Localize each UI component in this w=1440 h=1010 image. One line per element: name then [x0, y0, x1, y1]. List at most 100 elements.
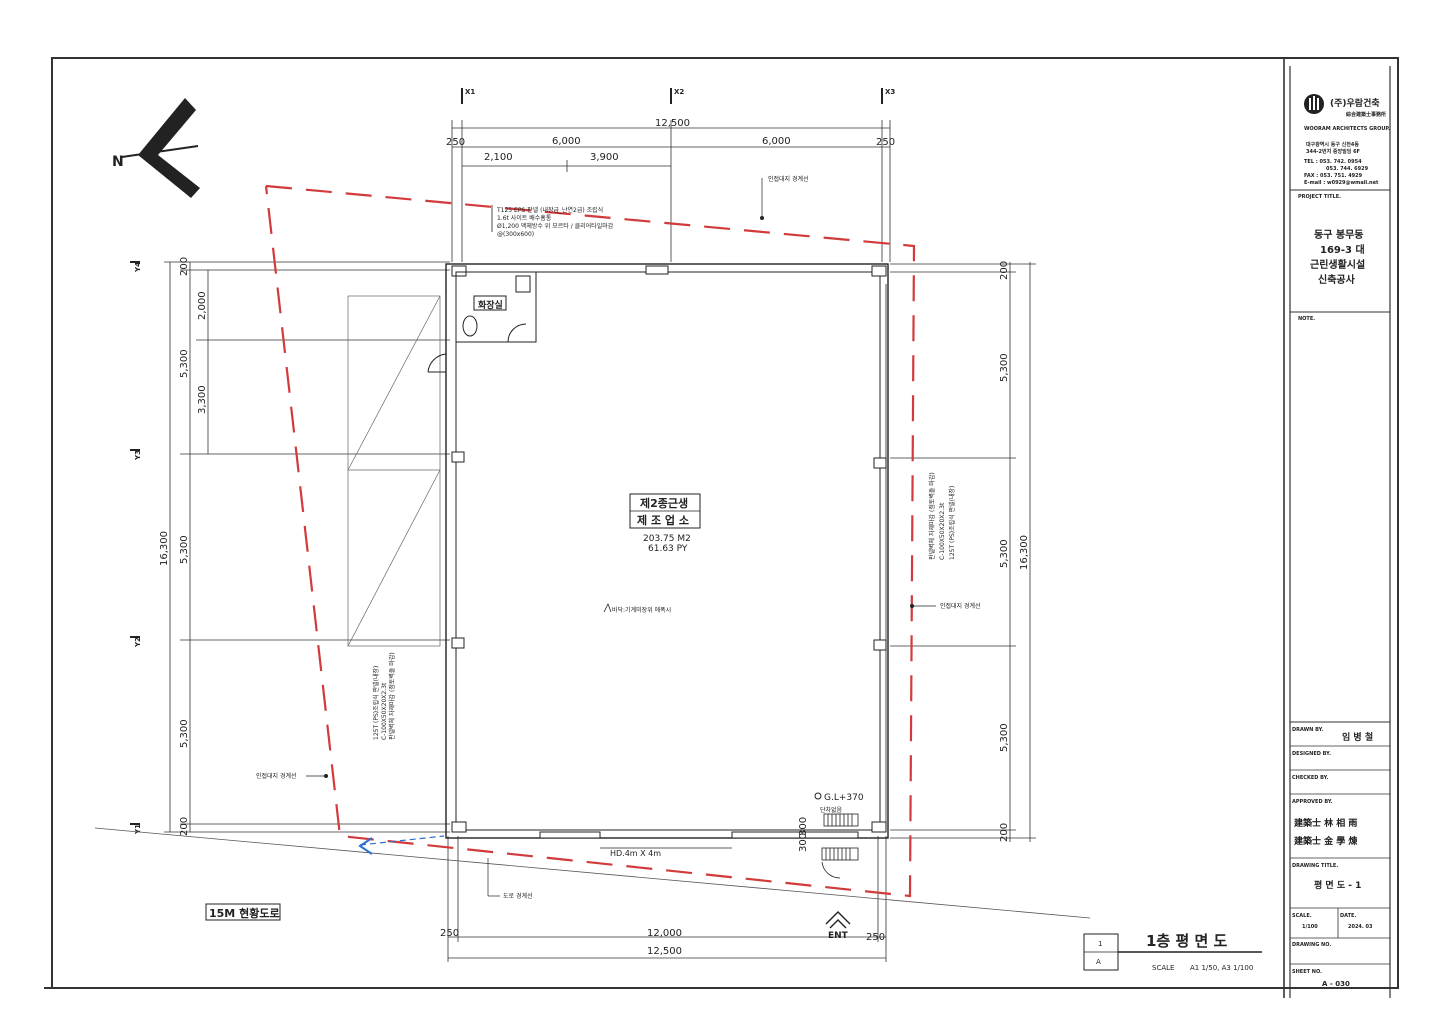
bottom-dimensions	[447, 836, 887, 962]
dim-top-s4: 250	[876, 137, 895, 148]
dim-bottom-l: 250	[440, 928, 459, 939]
grid-label-y1: Y1	[134, 824, 142, 835]
toilet-room	[427, 271, 537, 373]
dim-top-sub1: 2,100	[484, 152, 513, 163]
note-label: NOTE.	[1298, 316, 1315, 322]
company-tel-1: TEL : 053. 742. 0954	[1304, 159, 1362, 165]
plan-number: 1	[1098, 940, 1102, 948]
dim-top-s3: 6,000	[762, 136, 791, 147]
boundary-left-label: 인접대지 경계선	[256, 772, 297, 780]
note-right-3: 125T (PS)조립식 판넬(내장)	[948, 486, 956, 560]
project-title-label: PROJECT TITLE.	[1298, 194, 1341, 200]
grid-label-x2: X2	[674, 88, 684, 96]
drawing-no-label: DRAWING NO.	[1292, 942, 1331, 948]
left-wall-notes: 125T (PS)조립식 판넬(내장) C-100X50X20X2.3t 판넬벽…	[372, 652, 396, 740]
dim-right-s4: 5,300	[999, 723, 1010, 752]
door-size-label: HD.4m X 4m	[610, 849, 661, 858]
site-boundary-line	[264, 184, 916, 898]
checked-by-label: CHECKED BY.	[1292, 775, 1328, 781]
dim-right-total: 16,300	[1019, 535, 1030, 570]
north-arrow-icon: N	[112, 98, 200, 198]
designed-by-label: DESIGNED BY.	[1292, 751, 1331, 757]
dim-left-s3: 5,300	[179, 535, 190, 564]
grid-label-y2: Y2	[134, 637, 142, 648]
company-name: (주)우람건축	[1330, 97, 1380, 109]
company-address-2: 344-2번지 중앙빌딩 6F	[1306, 148, 1360, 155]
top-material-notes: T125 EPS 판넬 (내장급_난연2급) 조립식 1.6t 사이트 배수홈통…	[491, 205, 614, 238]
note-left-2: C-100X50X20X2.3t	[381, 682, 388, 740]
dim-right-s5: 200	[999, 823, 1010, 842]
floor-finish-note: 바닥:기계미장위 에폭시	[612, 606, 671, 614]
dim-bottom-r: 250	[866, 932, 885, 943]
boundary-right-label: 인접대지 경계선	[940, 602, 981, 610]
dim-step-2: 300	[798, 817, 809, 836]
right-wall-notes: 판넬벽체 자재마감 (점토벽돌 마감) C-100X50X20X2.3t 125…	[928, 472, 956, 560]
company-fax: FAX : 053. 751. 4929	[1304, 173, 1363, 179]
note-top-2: 1.6t 사이트 배수홈통	[497, 214, 552, 222]
road-line-label: 도로 경계선	[503, 892, 533, 900]
grid-markers-y: Y4 Y3 Y2 Y1	[130, 261, 142, 835]
note-right-2: C-100X50X20X2.3t	[939, 502, 946, 560]
project-line-3: 근린생활시설	[1310, 258, 1365, 271]
entry-steps	[821, 813, 859, 879]
approved-by-2: 建築士 金 學 煉	[1294, 835, 1358, 847]
grid-markers-x: X1 X2 X3	[461, 88, 895, 104]
room-use-1: 제2종근생	[640, 496, 688, 510]
approved-by-1: 建築士 林 相 雨	[1294, 817, 1357, 829]
drawing-title-label: DRAWING TITLE.	[1292, 863, 1338, 869]
dim-left-sub2: 3,300	[197, 385, 208, 414]
dim-bottom-mid: 12,000	[647, 928, 682, 939]
project-line-1: 동구 봉무동	[1314, 229, 1363, 241]
title-block	[1283, 58, 1391, 998]
sheet-frame	[51, 57, 1399, 989]
dim-bottom-total: 12,500	[647, 946, 682, 957]
company-tel-2: 053. 744. 6929	[1326, 166, 1369, 172]
drawing-title-value: 평 면 도 - 1	[1314, 879, 1361, 891]
date-value: 2024. 03	[1348, 924, 1373, 930]
project-line-2: 169-3 대	[1320, 243, 1365, 256]
grid-label-y3: Y3	[134, 450, 142, 461]
room-area-m2: 203.75 M2	[643, 534, 691, 544]
dim-top-s1: 250	[446, 137, 465, 148]
building-columns	[451, 265, 887, 839]
room-area-py: 61.63 PY	[648, 544, 688, 554]
toilet-label: 화장실	[478, 299, 503, 311]
company-english: WOORAM ARCHITECTS GROUP.	[1304, 126, 1390, 132]
adjacent-structure	[347, 295, 441, 647]
dim-left-total: 16,300	[159, 531, 170, 566]
drawn-by-label: DRAWN BY.	[1292, 727, 1323, 733]
note-right-1: 판넬벽체 자재마감 (점토벽돌 마감)	[928, 472, 936, 560]
dim-top-sub2: 3,900	[590, 152, 619, 163]
gl-level: G.L+370	[824, 793, 864, 803]
date-label: DATE.	[1340, 913, 1356, 919]
road-label: 15M 현황도로	[209, 906, 280, 920]
dim-left-s5: 200	[179, 817, 190, 836]
plan-title-block	[1083, 933, 1262, 971]
note-top-4: @(300x600)	[497, 231, 534, 238]
road-line	[94, 827, 1091, 919]
grid-label-x1: X1	[465, 88, 475, 96]
project-line-4: 신축공사	[1318, 273, 1356, 286]
scale-value: 1/100	[1302, 924, 1318, 930]
dim-top-s2: 6,000	[552, 136, 581, 147]
scale-label: SCALE.	[1292, 913, 1312, 919]
plan-title: 1층 평 면 도	[1146, 932, 1228, 950]
top-dimensions	[451, 120, 891, 262]
entrance-arrow-icon	[358, 835, 445, 855]
company-hanja: 綜合建築士事務所	[1346, 111, 1386, 118]
sheet-no-value: A - 030	[1322, 980, 1350, 988]
note-top-1: T125 EPS 판넬 (내장급_난연2급) 조립식	[496, 206, 603, 214]
company-logo	[1304, 94, 1324, 114]
room-use-2: 제 조 업 소	[637, 513, 689, 527]
company-address-1: 대구광역시 동구 신천4동	[1306, 141, 1359, 148]
dim-left-s1: 200	[179, 257, 190, 276]
company-email: E-mail : w0929@wmail.net	[1304, 180, 1379, 186]
left-dimensions	[164, 261, 450, 833]
ent-symbol-icon	[825, 911, 851, 929]
dim-left-sub1: 2,000	[197, 291, 208, 320]
grid-label-y4: Y4	[134, 262, 142, 273]
dim-step-1: 300	[798, 833, 809, 852]
dim-right-s1: 200	[999, 261, 1010, 280]
note-left-3: 판넬벽체 자재마감 (점토벽돌 마감)	[388, 652, 396, 740]
